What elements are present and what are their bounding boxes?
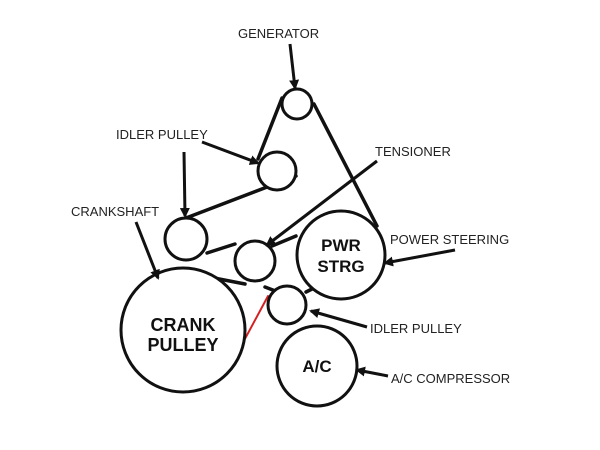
belt-segment-crankshaft-idler-to-tensioner	[205, 242, 237, 255]
crank-pulley-label-line2: PULLEY	[147, 335, 218, 355]
callout-generator: GENERATOR	[238, 26, 319, 41]
crank-pulley	[119, 266, 247, 394]
belt-segment-idler-to-pwr-strg	[304, 287, 314, 294]
crank-pulley-label-line1: CRANK	[151, 315, 216, 335]
arrow-ac-compressor	[355, 366, 389, 378]
pulleys	[119, 87, 387, 408]
arrow-generator	[288, 43, 300, 90]
arrow-crankshaft-idler	[179, 151, 190, 218]
tensioner-pulley	[233, 239, 277, 283]
pwr-strg-label-line1: PWR	[321, 236, 361, 255]
callout-idler-pulley-upper: IDLER PULLEY	[116, 127, 208, 142]
arrow-tensioner	[265, 159, 378, 247]
callout-ac-compressor: A/C COMPRESSOR	[391, 371, 510, 386]
upper-idler-pulley	[256, 150, 298, 192]
crankshaft-idler-pulley	[163, 216, 209, 262]
power-steering-pulley	[295, 209, 387, 301]
ac-pulley-label: A/C	[302, 357, 331, 376]
belt-segment-generator-to-pwr-strg	[312, 102, 379, 228]
lower-idler-pulley	[266, 284, 308, 326]
arrow-power-steering	[383, 248, 456, 267]
arrow-idler-pulley-lower	[309, 308, 368, 329]
callout-tensioner: TENSIONER	[375, 144, 451, 159]
pwr-strg-label-line2: STRG	[317, 257, 364, 276]
callout-crankshaft: CRANKSHAFT	[71, 204, 159, 219]
arrow-crankshaft	[134, 221, 160, 280]
arrow-idler-pulley-upper	[201, 140, 260, 165]
callout-power-steering: POWER STEERING	[390, 232, 509, 247]
ac-compressor-pulley	[275, 324, 359, 408]
generator-pulley	[280, 87, 314, 121]
belt-segment-generator-to-idler	[256, 96, 284, 161]
callout-idler-pulley-lower: IDLER PULLEY	[370, 321, 462, 336]
callout-arrows	[134, 43, 456, 378]
